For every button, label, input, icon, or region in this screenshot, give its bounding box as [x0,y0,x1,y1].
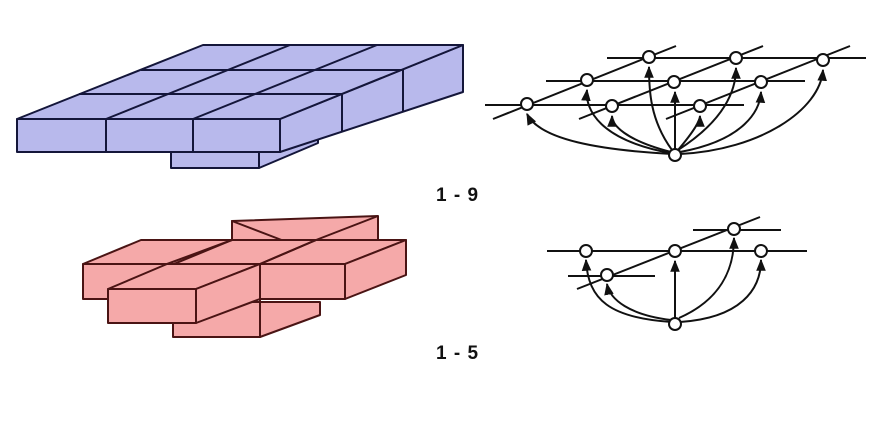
row-label-1-9: 1 - 9 [436,185,480,206]
root-node [668,148,682,162]
node [727,222,741,236]
node [579,244,593,258]
network-diagram-9-nodes [485,45,866,155]
network-9-nodes [520,50,830,162]
node [600,268,614,282]
node [605,99,619,113]
row-label-1-5: 1 - 5 [436,343,480,364]
red-cross-5-blocks [82,215,407,338]
front-block-front [107,288,197,324]
node [754,244,768,258]
root-node [668,317,682,331]
node [668,244,682,258]
node [754,75,768,89]
node [816,53,830,67]
blue-slab-9-blocks [16,44,464,169]
slab-front-face [16,118,281,153]
node [580,73,594,87]
node [667,75,681,89]
network-5-nodes [579,222,768,331]
node [520,97,534,111]
under-block-front [170,151,260,169]
node [642,50,656,64]
under-block-side [259,301,321,338]
network-diagram-5-nodes [547,216,807,323]
right-block-front [259,263,346,300]
node [729,51,743,65]
node [693,99,707,113]
